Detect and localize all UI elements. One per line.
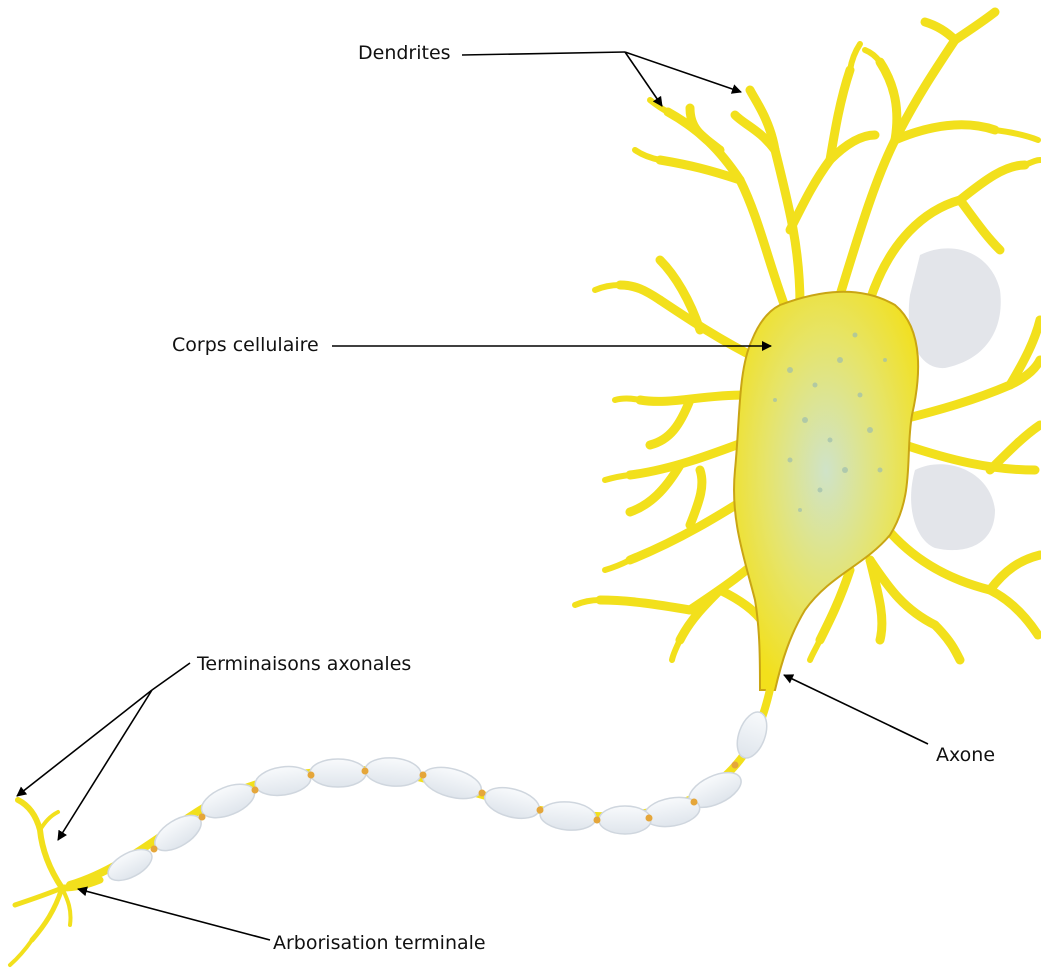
dendrites-leader (462, 52, 625, 55)
terminaisons-arrow-1 (17, 690, 152, 796)
terminaisons-leader (152, 663, 190, 690)
label-axone: Axone (936, 746, 995, 765)
label-dendrites: Dendrites (358, 44, 451, 63)
terminal-arborization (10, 800, 100, 965)
myelin-sheath (103, 708, 772, 887)
label-terminaisons-axonales: Terminaisons axonales (197, 655, 411, 674)
axon (70, 680, 772, 887)
dendrites-arrow-1 (625, 52, 662, 106)
background-shading (909, 248, 1001, 550)
label-corps-cellulaire: Corps cellulaire (172, 336, 319, 355)
terminaisons-arrow-2 (58, 690, 152, 840)
dendrites-arrow-2 (625, 52, 741, 92)
axone-arrow (784, 675, 928, 744)
label-arborisation-terminale: Arborisation terminale (273, 934, 486, 953)
arborisation-arrow (78, 889, 270, 940)
